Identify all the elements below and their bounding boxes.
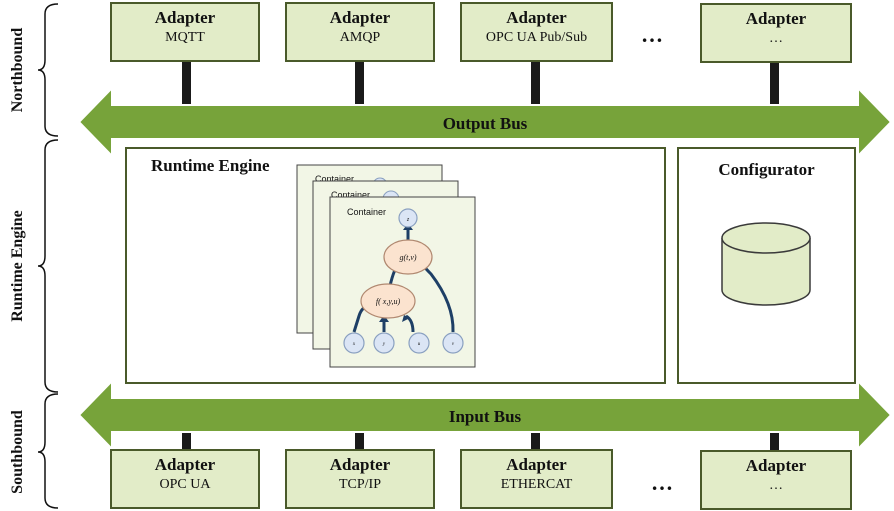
north-ellipsis: … (641, 22, 665, 47)
adapter-opc-ua[interactable]: Adapter OPC UA (110, 449, 260, 509)
g-function-label: g(t,v) (399, 253, 416, 262)
south-connector (182, 431, 191, 451)
north-connector (355, 62, 364, 104)
database-icon (721, 222, 811, 306)
container-label: Container (315, 174, 354, 184)
adapter-opc-ua-pubsub[interactable]: Adapter OPC UA Pub/Sub (460, 2, 613, 62)
f-function-label: f( x,y,u) (376, 297, 401, 306)
container-stack: Container Container Container z g(t,v) (296, 164, 476, 368)
north-connector (531, 62, 540, 104)
north-connector (770, 62, 779, 104)
adapter-protocol: AMQP (339, 30, 381, 45)
adapter-mqtt[interactable]: Adapter MQTT (110, 2, 260, 62)
southbound-bracket (37, 393, 59, 509)
adapter-ethercat[interactable]: Adapter ETHERCAT (460, 449, 613, 509)
adapter-title: Adapter (506, 8, 567, 27)
input-node-label: y (382, 342, 386, 347)
input-bus-label: Input Bus (449, 407, 522, 426)
adapter-title: Adapter (745, 9, 807, 28)
arrowhead (379, 315, 389, 322)
input-node (408, 332, 430, 354)
input-node (373, 332, 395, 354)
north-connector (182, 62, 191, 104)
input-bus-arrow (77, 378, 893, 452)
adapter-amqp[interactable]: Adapter AMQP (285, 2, 435, 62)
g-function-node (383, 239, 433, 275)
output-bus-arrow (77, 85, 893, 159)
output-node (398, 208, 418, 228)
south-connector (531, 431, 540, 451)
adapter-more-north[interactable]: Adapter … (700, 3, 852, 63)
adapter-protocol: MQTT (165, 30, 205, 45)
adapter-more-south[interactable]: Adapter … (700, 450, 852, 510)
adapter-title: Adapter (506, 455, 567, 474)
adapter-tcp-ip[interactable]: Adapter TCP/IP (285, 449, 435, 509)
runtime-engine-title: Runtime Engine (151, 156, 270, 175)
adapter-protocol: OPC UA (159, 477, 211, 492)
adapter-title: Adapter (745, 456, 807, 475)
container-label: Container (331, 190, 370, 200)
input-node-label: x (352, 342, 356, 347)
runtime-bracket (37, 139, 59, 393)
south-connector (355, 431, 364, 451)
f-function-node (360, 283, 416, 319)
adapter-title: Adapter (154, 455, 216, 474)
input-node-label: v (452, 342, 455, 347)
container-label: Container (347, 207, 386, 217)
adapter-protocol: OPC UA Pub/Sub (485, 30, 588, 45)
adapter-protocol: TCP/IP (338, 477, 381, 492)
adapter-title: Adapter (329, 455, 391, 474)
northbound-bracket (37, 3, 59, 137)
database-body (721, 238, 811, 306)
adapter-protocol: ETHERCAT (500, 477, 573, 492)
side-brackets (37, 3, 59, 509)
input-node (343, 332, 365, 354)
output-node-label: z (406, 217, 410, 223)
adapter-title: Adapter (154, 8, 216, 27)
south-ellipsis: … (651, 470, 675, 495)
database-top (721, 222, 811, 254)
adapter-title: Adapter (329, 8, 391, 27)
input-node (442, 332, 464, 354)
adapter-protocol: … (769, 478, 783, 493)
input-node-label: u (418, 342, 421, 347)
adapter-protocol: … (769, 31, 783, 46)
arrowhead (402, 315, 410, 322)
south-connector (770, 431, 779, 451)
configurator-title: Configurator (718, 160, 815, 179)
output-bus-label: Output Bus (443, 114, 528, 133)
